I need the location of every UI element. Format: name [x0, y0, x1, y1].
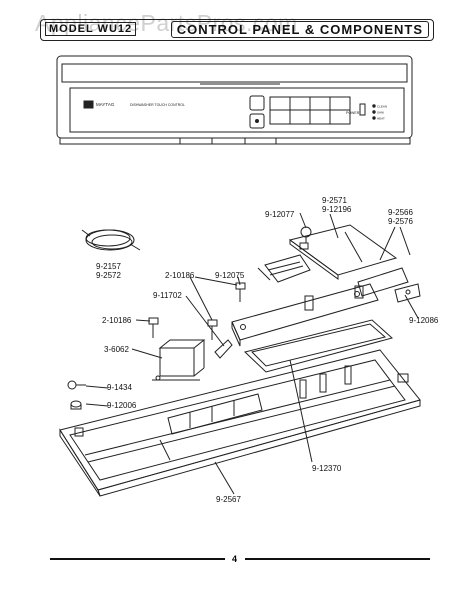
- control-board: [257, 224, 398, 283]
- part-label: 9-1434: [107, 383, 132, 392]
- power-label: POWER: [346, 111, 360, 115]
- mounting-plate: [231, 283, 379, 347]
- panel-caption: DISHWASHER TOUCH CONTROL: [130, 103, 185, 107]
- part-label: 9-11702: [153, 291, 182, 300]
- brand-label: MAYTAG: [96, 102, 115, 107]
- page-number: 4: [232, 554, 238, 564]
- part-label: 9-12006: [107, 401, 137, 410]
- indicator-clean: CLEAN: [377, 105, 387, 109]
- bumper-9-12006: [70, 400, 82, 410]
- leader-lines: [85, 212, 419, 495]
- wire-harness: [81, 229, 141, 251]
- part-label: 9-2567: [216, 495, 241, 504]
- part-label: 2-10186: [165, 271, 195, 280]
- watermark: AppliancePartsPros.com: [35, 10, 298, 36]
- page-title: CONTROL PANEL & COMPONENTS: [170, 21, 429, 38]
- screw-9-12077: [300, 226, 312, 243]
- screw-9-12075: [235, 282, 246, 302]
- control-panel-front: [56, 55, 413, 145]
- page-header: MODEL WU12 CONTROL PANEL & COMPONENTS: [40, 19, 434, 41]
- part-label: 3-6062: [104, 345, 129, 354]
- screw-2-10186-left: [148, 317, 159, 338]
- model-label: MODEL WU12: [45, 22, 137, 36]
- part-label: 9-12077: [265, 210, 295, 219]
- indicator-sani: SANI: [377, 111, 384, 115]
- indicator-heat: HEAT: [377, 117, 385, 121]
- part-label: 9-12075: [215, 271, 245, 280]
- screw-9-1434: [67, 380, 86, 390]
- screw-2-10186-upper: [207, 319, 218, 340]
- bracket: [357, 267, 421, 303]
- gasket: [243, 319, 394, 373]
- part-label: 9-12370: [312, 464, 342, 473]
- transformer: [152, 339, 206, 381]
- part-label: 9-12086: [409, 316, 439, 325]
- console-housing: [59, 349, 421, 497]
- part-label: 2-10186: [102, 316, 132, 325]
- clip-9-11702: [214, 339, 233, 359]
